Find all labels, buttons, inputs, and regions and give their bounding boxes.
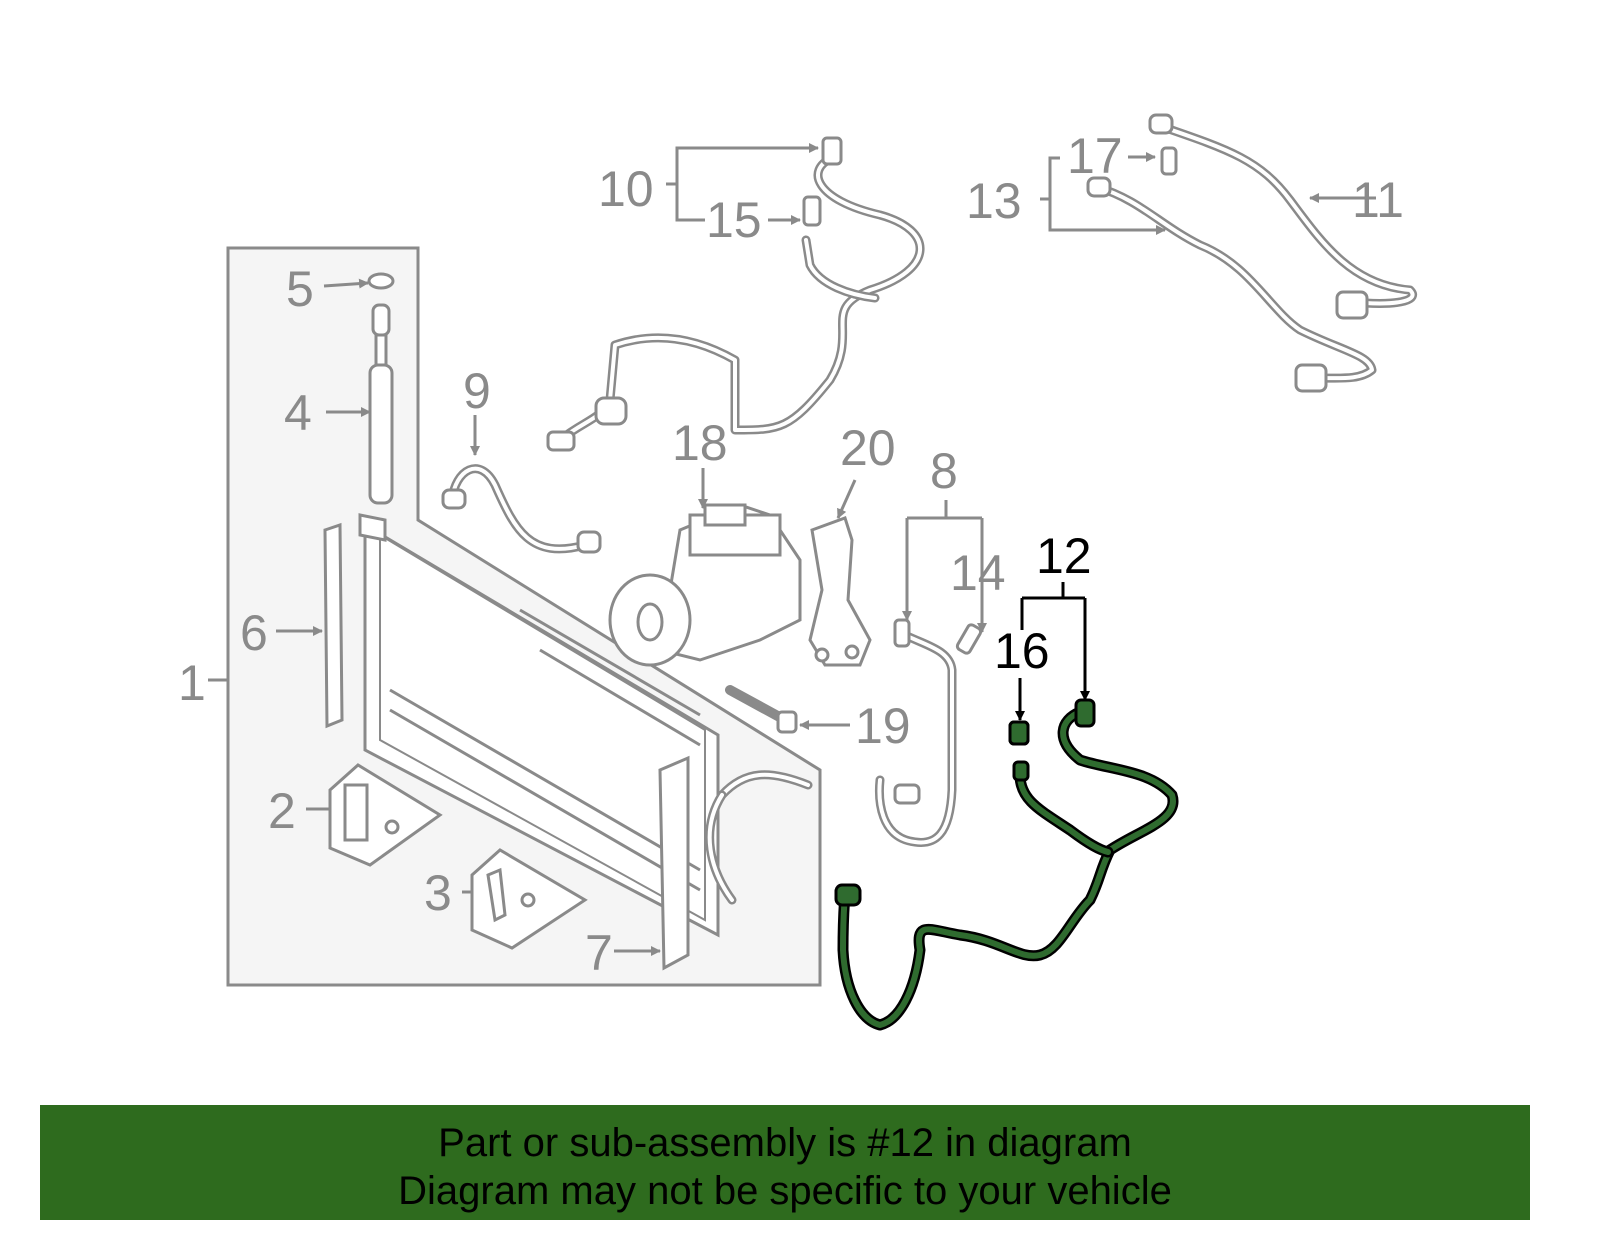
compressor — [608, 503, 802, 667]
callout-14: 14 — [950, 545, 1006, 601]
callout-11: 11 — [1352, 172, 1404, 228]
condenser — [358, 513, 720, 938]
hose-9 — [441, 464, 602, 554]
callout-12: 12 — [1036, 528, 1092, 584]
callout-15: 15 — [706, 192, 762, 248]
valve-16 — [1008, 720, 1030, 746]
callout-5: 5 — [286, 261, 314, 317]
receiver-drier — [367, 272, 395, 505]
banner-line-1: Part or sub-assembly is #12 in diagram — [438, 1121, 1132, 1165]
seal-strip-right — [658, 755, 690, 971]
callout-7: 7 — [585, 925, 613, 981]
callout-8: 8 — [930, 443, 958, 499]
callout-6: 6 — [240, 605, 268, 661]
callout-4: 4 — [284, 385, 312, 441]
info-banner: Part or sub-assembly is #12 in diagram D… — [40, 1105, 1530, 1220]
bracket-2-part — [343, 783, 369, 842]
callout-18: 18 — [672, 415, 728, 471]
hose-10 — [546, 136, 925, 452]
hose-12-highlighted — [834, 698, 1179, 1031]
callout-19: 19 — [855, 698, 911, 754]
callout-17: 17 — [1067, 128, 1123, 184]
seal-strip-left — [323, 522, 344, 729]
callout-20: 20 — [840, 420, 896, 476]
valve-14 — [955, 623, 983, 655]
compressor-bracket — [808, 516, 872, 667]
callout-10: 10 — [598, 161, 654, 217]
callout-13: 13 — [966, 173, 1022, 229]
hose-11-13 — [1086, 113, 1417, 393]
callout-16: 16 — [994, 623, 1050, 679]
callout-9: 9 — [463, 363, 491, 419]
callout-3: 3 — [424, 865, 452, 921]
banner-line-2: Diagram may not be specific to your vehi… — [398, 1169, 1172, 1213]
bolt-19 — [725, 685, 790, 725]
callout-1: 1 — [178, 655, 206, 711]
callout-2: 2 — [268, 783, 296, 839]
